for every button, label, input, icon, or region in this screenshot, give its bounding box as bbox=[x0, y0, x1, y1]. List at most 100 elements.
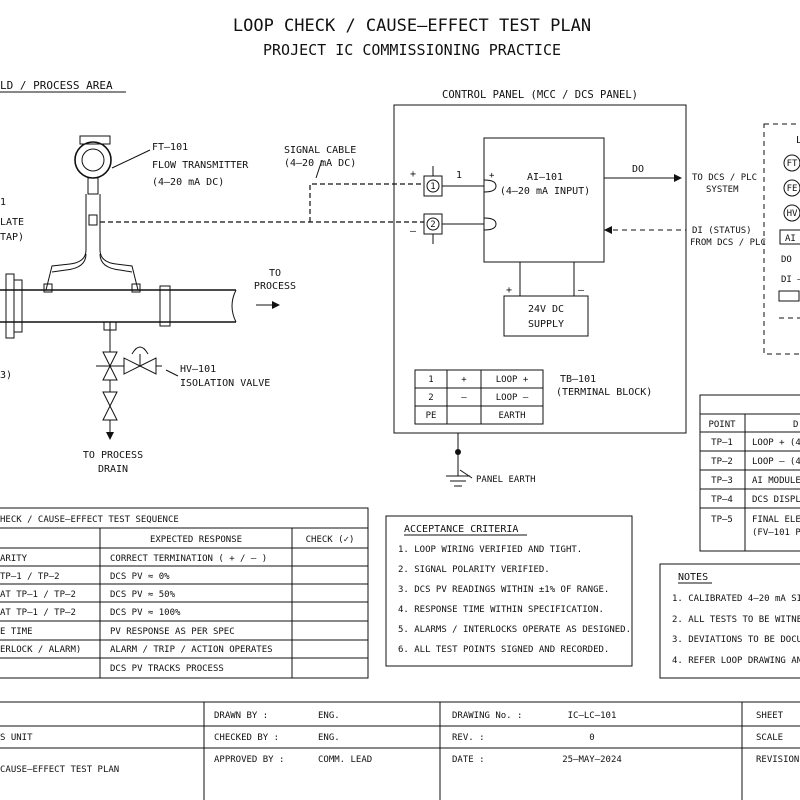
ft-neck bbox=[87, 177, 99, 195]
ft-manifold bbox=[88, 214, 98, 226]
svg-text:EARTH: EARTH bbox=[498, 411, 525, 421]
ai-desc: (4–20 mA INPUT) bbox=[500, 186, 590, 197]
legend-title: L bbox=[796, 135, 800, 146]
approved-by-value: COMM. LEAD bbox=[318, 755, 372, 765]
terminal-2-num: 2 bbox=[430, 220, 435, 230]
svg-text:TP–1 / TP–2: TP–1 / TP–2 bbox=[0, 572, 60, 582]
sheet-label: SHEET bbox=[756, 711, 784, 721]
tp-row-4-desc: DCS DISPL bbox=[752, 495, 800, 505]
notes-box bbox=[659, 563, 800, 679]
tb-tag: TB–101 bbox=[560, 374, 596, 385]
hv-tag: HV–101 bbox=[180, 364, 216, 375]
seq-header-check: CHECK (✓) bbox=[306, 535, 355, 545]
tp-row-3-point: TP–3 bbox=[711, 476, 733, 486]
seq-row-5: E TIME PV RESPONSE AS PER SPEC bbox=[0, 627, 235, 637]
ai-module bbox=[483, 137, 605, 263]
tp-row-4-point: TP–4 bbox=[711, 495, 733, 505]
svg-text:DCS PV TRACKS PROCESS: DCS PV TRACKS PROCESS bbox=[110, 664, 224, 674]
ft-display bbox=[81, 148, 105, 172]
tp-row-2-desc: LOOP – (4 bbox=[752, 457, 800, 467]
rev-value: 0 bbox=[589, 733, 594, 743]
legend-hv: HV bbox=[787, 209, 798, 219]
ft-body bbox=[74, 141, 112, 179]
tb-row-1: 1 + LOOP + bbox=[428, 375, 529, 385]
drain-label-2: DRAIN bbox=[98, 464, 128, 475]
impulse-tube-right-2 bbox=[99, 253, 133, 273]
loop-minus-sign: – bbox=[410, 226, 417, 237]
signal-cable-label-1: SIGNAL CABLE bbox=[284, 145, 356, 156]
left-note: 3) bbox=[0, 370, 12, 381]
tb-row-2: 2 – LOOP – bbox=[428, 393, 529, 403]
note-4: 4. REFER LOOP DRAWING AN bbox=[672, 656, 800, 666]
acceptance-item-5: 5. ALARMS / INTERLOCKS OPERATE AS DESIGN… bbox=[398, 625, 631, 635]
seq-row-7: DCS PV TRACKS PROCESS bbox=[110, 664, 224, 674]
acceptance-item-6: 6. ALL TEST POINTS SIGNED AND RECORDED. bbox=[398, 645, 609, 655]
tp-row-3-desc: AI MODULE bbox=[752, 476, 800, 486]
impulse-tube-right bbox=[99, 249, 139, 291]
tp-row-5-desc-2: (FV–101 P bbox=[752, 528, 800, 538]
di-status-label-1: DI (STATUS) bbox=[692, 226, 752, 236]
panel-title: CONTROL PANEL (MCC / DCS PANEL) bbox=[442, 89, 638, 101]
svg-text:E TIME: E TIME bbox=[0, 627, 33, 637]
psu-minus: – bbox=[578, 285, 585, 296]
to-process-label-1: TO bbox=[269, 268, 281, 279]
sequence-title: HECK / CAUSE–EFFECT TEST SEQUENCE bbox=[0, 515, 179, 525]
ai-plus: + bbox=[489, 171, 495, 181]
pipe-flange-right bbox=[159, 285, 171, 327]
test-points-table bbox=[699, 394, 800, 552]
field-area-label: LD / PROCESS AREA bbox=[0, 79, 113, 92]
drawing-title: LOOP CHECK / CAUSE–EFFECT TEST PLAN bbox=[233, 16, 591, 36]
seq-row-6: ERLOCK / ALARM) ALARM / TRIP / ACTION OP… bbox=[0, 645, 273, 655]
flow-transmitter bbox=[74, 135, 151, 250]
tp-header-point: POINT bbox=[708, 420, 736, 430]
tp-row-5-desc: FINAL ELEM bbox=[752, 515, 800, 525]
ft-range: (4–20 mA DC) bbox=[152, 177, 224, 188]
drawing-subtitle: PROJECT IC COMMISSIONING PRACTICE bbox=[263, 41, 561, 59]
rev-label: REV. : bbox=[452, 733, 485, 743]
svg-text:ARITY: ARITY bbox=[0, 554, 28, 564]
psu-label-1: 24V DC bbox=[528, 304, 564, 315]
legend-terminal bbox=[778, 290, 800, 302]
tb-row-3: PE EARTH bbox=[426, 411, 526, 421]
svg-text:1: 1 bbox=[428, 375, 433, 385]
terminal-block-table bbox=[414, 369, 544, 425]
isolation-valve bbox=[96, 346, 179, 440]
seq-row-4: AT TP–1 / TP–2 DCS PV ≈ 100% bbox=[0, 608, 181, 618]
to-process-label-2: PROCESS bbox=[254, 281, 296, 292]
legend-di: DI – bbox=[781, 275, 800, 285]
svg-text:AT TP–1 / TP–2: AT TP–1 / TP–2 bbox=[0, 590, 76, 600]
svg-text:DCS PV ≈ 100%: DCS PV ≈ 100% bbox=[110, 608, 181, 618]
svg-text:CORRECT TERMINATION ( + / – ): CORRECT TERMINATION ( + / – ) bbox=[110, 554, 267, 564]
to-dcs-label-2: SYSTEM bbox=[706, 185, 739, 195]
seq-row-1: ARITY CORRECT TERMINATION ( + / – ) bbox=[0, 554, 267, 564]
psu-plus: + bbox=[506, 285, 512, 296]
ft-head bbox=[79, 135, 111, 145]
do-label: DO bbox=[632, 164, 644, 175]
orifice-label-3: TAP) bbox=[0, 232, 24, 243]
tb-left-3: CAUSE–EFFECT TEST PLAN bbox=[0, 765, 119, 775]
ft-desc: FLOW TRANSMITTER bbox=[152, 160, 249, 171]
test-sequence-table bbox=[0, 507, 369, 679]
signal-cable-label-2: (4–20 mA DC) bbox=[284, 158, 356, 169]
to-dcs-label-1: TO DCS / PLC bbox=[692, 173, 757, 183]
drain-label-1: TO PROCESS bbox=[83, 450, 143, 461]
signal-cable-upper bbox=[309, 183, 424, 222]
svg-text:AT TP–1 / TP–2: AT TP–1 / TP–2 bbox=[0, 608, 76, 618]
svg-text:LOOP +: LOOP + bbox=[496, 375, 529, 385]
svg-text:DCS PV ≈ 50%: DCS PV ≈ 50% bbox=[110, 590, 176, 600]
legend-ai: AI bbox=[785, 234, 796, 244]
svg-text:LOOP –: LOOP – bbox=[496, 393, 529, 403]
approved-by-label: APPROVED BY : bbox=[214, 755, 284, 765]
drawing-no-value: IC–LC–101 bbox=[568, 711, 617, 721]
svg-text:ERLOCK / ALARM): ERLOCK / ALARM) bbox=[0, 645, 81, 655]
checked-by-label: CHECKED BY : bbox=[214, 733, 279, 743]
seq-row-3: AT TP–1 / TP–2 DCS PV ≈ 50% bbox=[0, 590, 176, 600]
acceptance-item-1: 1. LOOP WIRING VERIFIED AND TIGHT. bbox=[398, 545, 582, 555]
date-value: 25–MAY–2024 bbox=[562, 755, 622, 765]
tp-row-2-point: TP–2 bbox=[711, 457, 733, 467]
svg-text:2: 2 bbox=[428, 393, 433, 403]
wire-number-1: 1 bbox=[456, 170, 462, 181]
tb-left-2: S UNIT bbox=[0, 733, 33, 743]
ft-tag: FT–101 bbox=[152, 142, 188, 153]
